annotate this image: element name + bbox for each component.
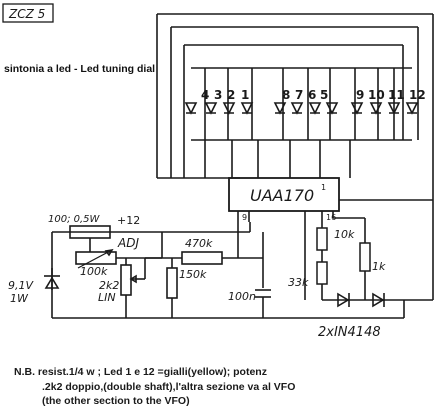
led-label-12: 12 xyxy=(409,88,426,102)
ic-pin-9: 9 xyxy=(242,213,247,222)
capacitor-label: 100n xyxy=(228,290,256,303)
led-label-7: 7 xyxy=(295,88,303,102)
supply-label: +12 xyxy=(117,214,140,227)
led-label-5: 5 xyxy=(320,88,328,102)
supply-section xyxy=(44,222,271,318)
pot-law-label: LIN xyxy=(98,291,116,304)
adj-label: ADJ xyxy=(117,236,139,250)
ic-pin-16: 16 xyxy=(326,213,336,222)
resistor-100-label: 100; 0,5W xyxy=(48,214,101,225)
led-label-3: 3 xyxy=(214,88,222,102)
ic-pin-1: 1 xyxy=(321,183,326,192)
stamp-box xyxy=(2,3,54,23)
note-line-1: N.B. resist.1/4 w ; Led 1 e 12 =gialli(y… xyxy=(14,366,267,378)
ic-uaa170 xyxy=(228,177,340,212)
ic-label: UAA170 xyxy=(250,186,314,205)
led-symbols xyxy=(184,102,419,115)
zener-power-label: 1W xyxy=(10,292,29,305)
pot-label: 2k2 xyxy=(99,279,119,292)
note-line-3: (the other section to the VFO) xyxy=(42,395,190,407)
diagram-title: sintonia a led - Led tuning dial xyxy=(4,63,155,75)
resistor-33k xyxy=(316,261,328,285)
led-label-1: 1 xyxy=(241,88,249,102)
led-label-8: 8 xyxy=(282,88,290,102)
top-bus xyxy=(156,13,434,300)
resistor-470k-label: 470k xyxy=(185,237,213,250)
note-line-2: .2k2 doppio,(double shaft),l'altra sezio… xyxy=(42,380,296,393)
resistor-10k xyxy=(316,227,328,251)
resistor-10k-label: 10k xyxy=(334,228,355,241)
resistor-1k xyxy=(359,242,371,272)
led-label-11: 11 xyxy=(388,88,405,102)
resistor-150k-label: 150k xyxy=(179,268,207,281)
trim-label: 100k xyxy=(80,265,108,278)
resistor-1k-label: 1k xyxy=(372,260,386,273)
led-label-4: 4 xyxy=(201,88,209,102)
led-label-10: 10 xyxy=(368,88,385,102)
led-feed-lines xyxy=(157,140,351,179)
zener-label: 9,1V xyxy=(8,279,34,292)
diodes-label: 2xIN4148 xyxy=(318,325,381,340)
diodes xyxy=(52,292,433,319)
led-label-6: 6 xyxy=(308,88,316,102)
stamp-label: ZCZ 5 xyxy=(8,7,45,21)
notes: N.B. resist.1/4 w ; Led 1 e 12 =gialli(y… xyxy=(14,365,434,409)
resistor-33k-label: 33k xyxy=(288,276,309,289)
led-label-2: 2 xyxy=(227,88,235,102)
ic-pins xyxy=(237,199,433,300)
led-label-9: 9 xyxy=(356,88,364,102)
